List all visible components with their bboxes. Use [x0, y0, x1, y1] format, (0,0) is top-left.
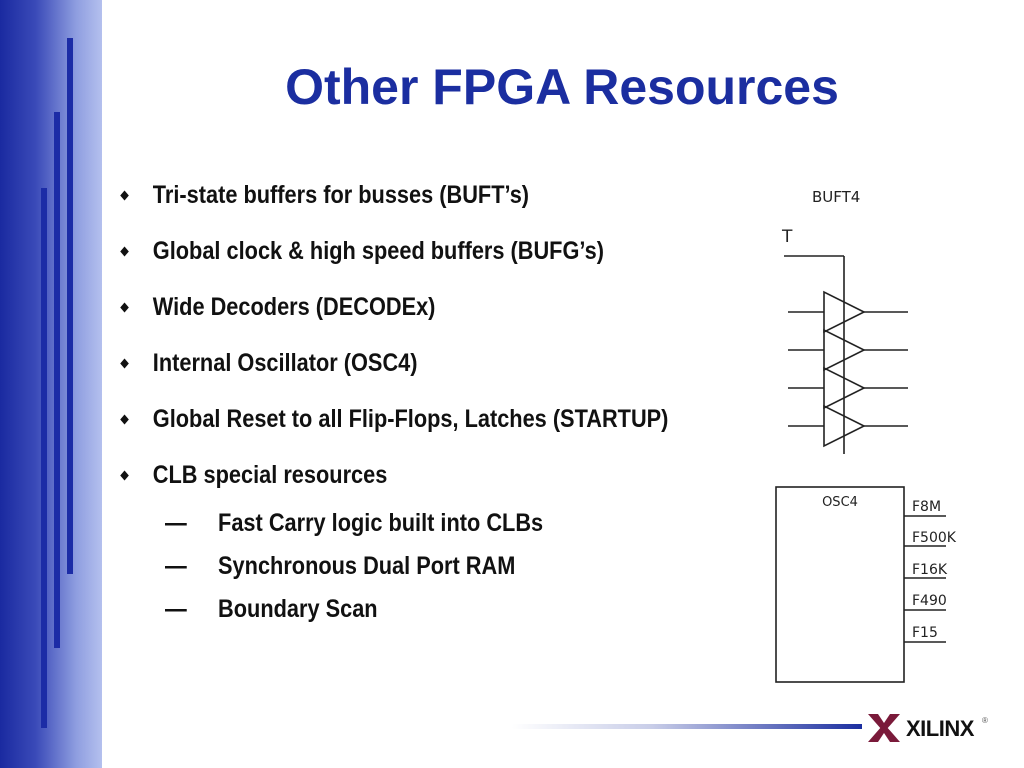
page-title: Other FPGA Resources	[285, 59, 839, 115]
diamond-bullet-icon	[120, 414, 129, 425]
buffer-chain	[784, 255, 908, 454]
diamond-bullet-icon	[120, 470, 129, 481]
sub-bullet-item: — Fast Carry logic built into CLBs	[118, 502, 675, 545]
dash-bullet: —	[164, 552, 187, 580]
dash-bullet: —	[164, 595, 187, 623]
xilinx-mark-icon	[868, 714, 900, 742]
xilinx-logo: XILINX ®	[866, 708, 1006, 748]
sub-bullet-text: Synchronous Dual Port RAM	[218, 552, 516, 580]
osc-output-label: F500K	[912, 530, 957, 546]
diamond-bullet-icon	[120, 358, 129, 369]
buft4-label: BUFT4	[812, 188, 860, 206]
bullet-text: CLB special resources	[152, 461, 388, 489]
sub-bullet-text: Boundary Scan	[218, 595, 378, 623]
osc-output-label: F490	[912, 593, 947, 609]
bullet-item: Global Reset to all Flip-Flops, Latches …	[118, 402, 675, 436]
bullet-list: Tri-state buffers for busses (BUFT’s) Gl…	[118, 178, 675, 631]
registered-mark: ®	[982, 716, 988, 725]
diamond-bullet-icon	[120, 246, 129, 257]
sub-bullet-text: Fast Carry logic built into CLBs	[218, 509, 544, 537]
sidebar-decoration	[0, 0, 102, 768]
bullet-text: Tri-state buffers for busses (BUFT’s)	[152, 181, 530, 209]
osc-output-label: F8M	[912, 499, 941, 515]
bullet-item: Wide Decoders (DECODEx)	[118, 290, 675, 324]
bullet-text: Global Reset to all Flip-Flops, Latches …	[152, 405, 669, 433]
diamond-bullet-icon	[120, 190, 129, 201]
enable-label: T	[781, 227, 793, 247]
diamond-bullet-icon	[120, 302, 129, 313]
bullet-item: Tri-state buffers for busses (BUFT’s)	[118, 178, 675, 212]
bullet-item: CLB special resources	[118, 458, 675, 492]
bullet-item: Internal Oscillator (OSC4)	[118, 346, 675, 380]
bullet-text: Global clock & high speed buffers (BUFG’…	[152, 237, 604, 265]
bullet-text: Wide Decoders (DECODEx)	[152, 293, 436, 321]
sub-bullet-list: — Fast Carry logic built into CLBs — Synch…	[118, 502, 675, 631]
buft4-diagram: BUFT4 T	[781, 188, 908, 454]
sidebar-stripe	[54, 112, 60, 648]
osc-output-label: F16K	[912, 562, 948, 578]
osc4-label: OSC4	[822, 495, 858, 510]
dash-bullet: —	[164, 509, 187, 537]
bullet-item: Global clock & high speed buffers (BUFG’…	[118, 234, 675, 268]
sub-bullet-item: — Boundary Scan	[118, 588, 675, 631]
osc4-diagram: OSC4 F8M F500K F16K F490 F15	[775, 486, 957, 683]
sidebar-stripe	[67, 38, 73, 574]
osc-output-label: F15	[912, 625, 938, 641]
xilinx-wordmark: XILINX	[906, 716, 974, 741]
bullet-text: Internal Oscillator (OSC4)	[152, 349, 418, 377]
footer-rule	[512, 724, 862, 729]
osc4-box	[775, 486, 905, 683]
sidebar-stripe	[41, 188, 47, 728]
sub-bullet-item: — Synchronous Dual Port RAM	[118, 545, 675, 588]
